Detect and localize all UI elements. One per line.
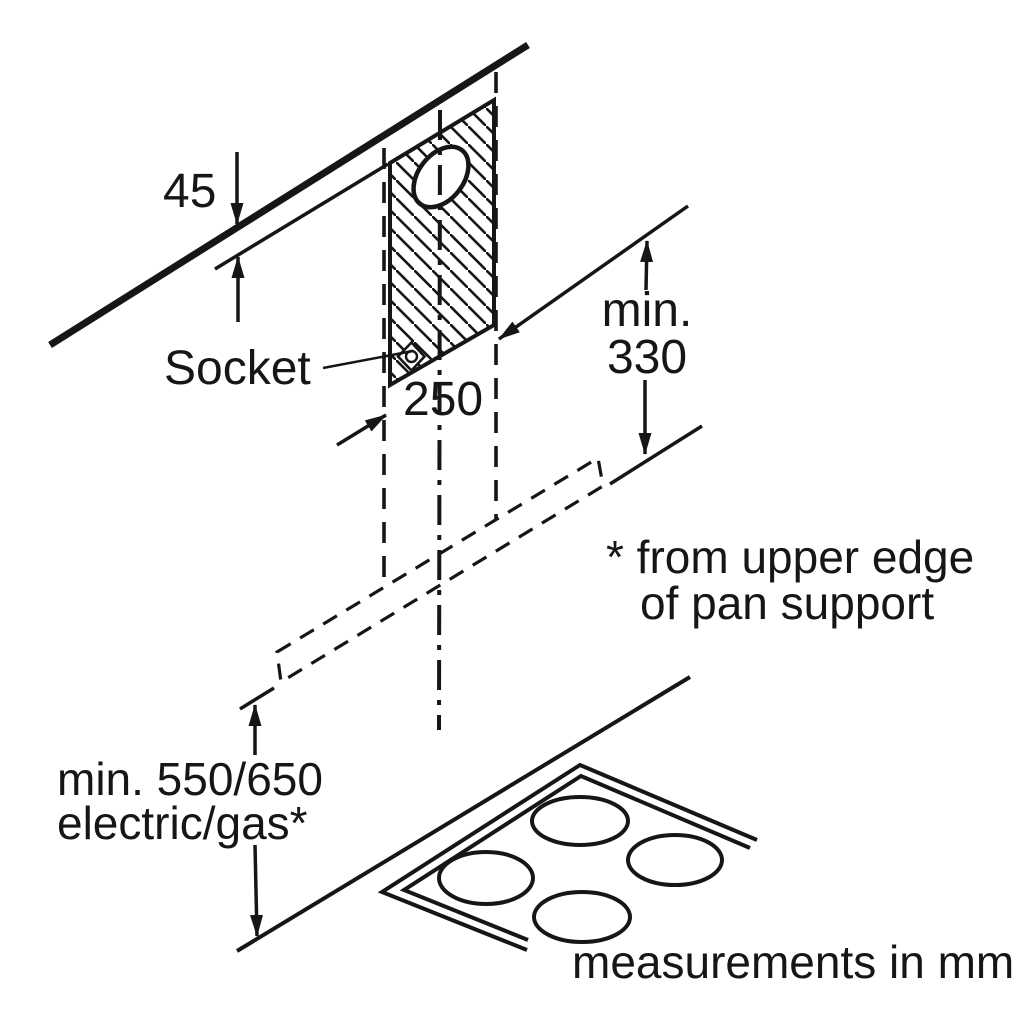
dim-min-550-650: min. 550/650 electric/gas* [57, 686, 323, 937]
burner-front [532, 890, 632, 944]
burner-back [530, 795, 630, 847]
footnote-line1: * from upper edge [606, 531, 974, 583]
dim-45-label: 45 [163, 165, 216, 218]
dim-250: 250 [336, 204, 690, 447]
dim-45: 45 [163, 152, 245, 322]
dim-550-label-line1: min. 550/650 [57, 753, 323, 805]
burner-left [437, 850, 535, 906]
dim-550-top-tick-line [239, 686, 275, 711]
units-note: measurements in mm [572, 936, 1014, 988]
dim-250-label: 250 [403, 373, 483, 426]
center-axis-line [437, 109, 442, 731]
dim-250-arrow-right [497, 204, 690, 341]
mounting-plate [388, 96, 496, 389]
hob [235, 675, 758, 953]
chimney-dashed-outline [275, 455, 605, 685]
mounting-plate-outline [388, 96, 496, 389]
wall-edge-line [48, 42, 530, 348]
dim-550-arrow-down [250, 844, 264, 937]
footnote-line2: of pan support [640, 577, 934, 629]
dim-330-label-value: 330 [607, 331, 687, 384]
dim-250-arrow-left [336, 413, 387, 447]
footnote: * from upper edge of pan support [606, 531, 974, 629]
dim-330-label-min: min. [602, 284, 693, 337]
dim-550-label-line2: electric/gas* [57, 797, 308, 849]
burner-right [626, 833, 724, 887]
dim-min-330: min. 330 [602, 240, 703, 486]
socket-leader-line [322, 349, 414, 370]
dim-330-arrow-up [640, 240, 654, 291]
wall-offset-line [214, 162, 389, 271]
worktop-edge-line [235, 675, 692, 953]
socket-label: Socket [164, 342, 311, 395]
hob-outline-inner [399, 773, 751, 942]
socket-callout: Socket [164, 342, 414, 395]
hob-outline-outer [377, 762, 758, 952]
dim-330-lower-reference-line [609, 424, 703, 486]
